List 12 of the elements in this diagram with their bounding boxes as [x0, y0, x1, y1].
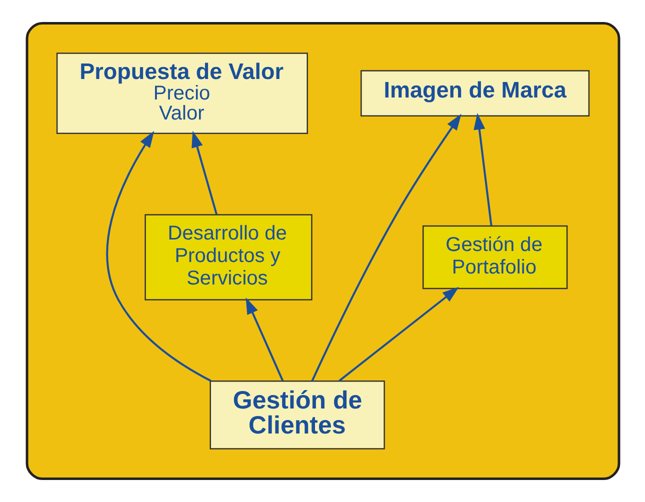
- arrow: [106, 130, 211, 382]
- cluster: [25, 22, 620, 480]
- arrow: [338, 286, 458, 382]
- arrow: [245, 297, 284, 382]
- arrow: [191, 130, 218, 215]
- node-box: Gestión de Portafolio: [422, 225, 568, 290]
- node-box: Gestión de Clientes: [209, 380, 384, 450]
- arrow: [473, 113, 492, 226]
- node-box: Imagen de Marca: [360, 70, 590, 116]
- node-box: Desarrollo de Productos y Servicios: [144, 214, 312, 300]
- node-box: Propuesta de Valor Precio Valor: [56, 52, 308, 134]
- arrow: [310, 114, 461, 382]
